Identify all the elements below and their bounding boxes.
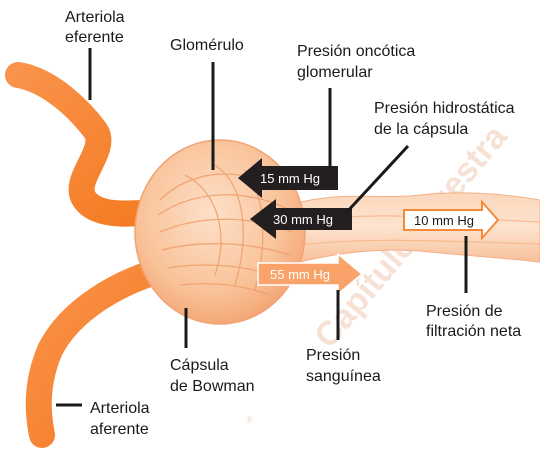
bowman-line-2: de Bowman	[170, 378, 255, 395]
label-bowman-capsule: Cápsula de Bowman	[170, 357, 255, 395]
efferent-line-1: Arteriola	[65, 9, 125, 26]
afferent-line-1: Arteriola	[90, 400, 150, 417]
label-blood-pressure: Presión sanguínea	[306, 347, 381, 385]
blood-pressure-value: 55 mm Hg	[270, 267, 330, 282]
label-afferent-arteriole: Arteriola aferente	[90, 400, 150, 438]
net-filtration-value: 10 mm Hg	[414, 213, 474, 228]
blood-line-2: sanguínea	[306, 368, 381, 385]
capsule-hydro-line-1: Presión hidrostática	[374, 100, 515, 117]
label-oncotic-pressure: Presión oncótica glomerular	[297, 43, 415, 81]
net-filtration-line-1: Presión de	[426, 303, 503, 320]
oncotic-line-2: glomerular	[297, 64, 373, 81]
registered-mark: ®	[246, 415, 253, 425]
afferent-line-2: aferente	[90, 421, 149, 438]
label-efferent-arteriole: Arteriola eferente	[65, 9, 125, 46]
bowman-line-1: Cápsula	[170, 357, 229, 374]
label-net-filtration: Presión de filtración neta	[426, 303, 521, 340]
label-glomerulus: Glomérulo	[170, 37, 244, 54]
oncotic-pressure-value: 15 mm Hg	[260, 171, 320, 186]
efferent-line-2: eferente	[65, 29, 124, 46]
net-filtration-line-2: filtración neta	[426, 323, 521, 340]
blood-line-1: Presión	[306, 347, 360, 364]
capsule-pressure-value: 30 mm Hg	[273, 212, 333, 227]
oncotic-line-1: Presión oncótica	[297, 43, 415, 60]
capsule-hydro-line-2: de la cápsula	[374, 121, 468, 138]
